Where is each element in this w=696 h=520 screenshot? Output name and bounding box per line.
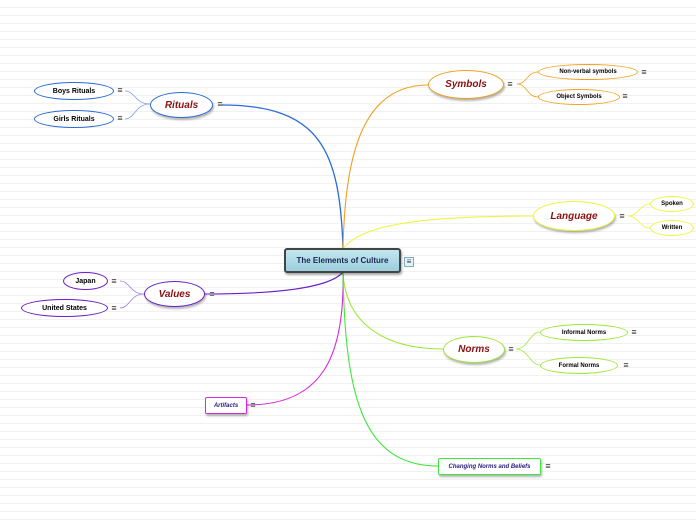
subtopic-object-symbols[interactable]: Object Symbols: [538, 89, 620, 105]
link-spoken: [627, 203, 651, 217]
link-girls-rituals: [124, 103, 151, 120]
branch-rituals[interactable]: Rituals: [150, 92, 213, 118]
united-states-menu-icon[interactable]: ≡: [111, 303, 117, 313]
subtopic-informal-norms[interactable]: Informal Norms: [540, 324, 628, 341]
link-symbols: [342, 84, 429, 250]
formal-norms-menu-icon[interactable]: ≡: [623, 360, 629, 370]
subtopic-united-states-label: United States: [42, 304, 87, 312]
artifacts-menu-icon[interactable]: ≡: [250, 400, 256, 410]
rituals-menu-icon[interactable]: ≡: [217, 99, 223, 109]
link-japan: [119, 280, 145, 295]
subtopic-written[interactable]: Written: [650, 220, 694, 236]
link-rituals: [221, 104, 344, 250]
branch-values[interactable]: Values: [144, 281, 205, 307]
link-norms: [342, 271, 444, 350]
branch-symbols-label: Symbols: [445, 79, 487, 90]
non-verbal-symbols-menu-icon[interactable]: ≡: [641, 67, 647, 77]
language-menu-icon[interactable]: ≡: [619, 211, 625, 221]
link-united-states: [119, 293, 145, 309]
central-topic-label: The Elements of Culture: [296, 256, 389, 265]
branch-values-label: Values: [158, 288, 191, 300]
changing-norms-menu-icon[interactable]: ≡: [545, 461, 551, 471]
subtopic-informal-norms-label: Informal Norms: [561, 329, 607, 336]
object-symbols-menu-icon[interactable]: ≡: [622, 91, 628, 101]
subtopic-japan-label: Japan: [75, 277, 96, 285]
japan-menu-icon[interactable]: ≡: [111, 276, 117, 286]
link-informal-norms: [515, 331, 541, 350]
central-topic-menu-icon[interactable]: ≡: [404, 257, 414, 267]
subtopic-united-states[interactable]: United States: [21, 299, 108, 317]
central-topic[interactable]: The Elements of Culture: [284, 248, 401, 273]
link-boys-rituals: [124, 90, 151, 105]
subtopic-spoken-label: Spoken: [661, 201, 683, 207]
girls-rituals-menu-icon[interactable]: ≡: [117, 113, 123, 123]
branch-artifacts-label: Artifacts: [213, 402, 239, 409]
subtopic-object-symbols-label: Object Symbols: [556, 94, 602, 100]
symbols-menu-icon[interactable]: ≡: [507, 79, 513, 89]
branch-rituals-label: Rituals: [164, 99, 199, 111]
boys-rituals-menu-icon[interactable]: ≡: [117, 85, 123, 95]
branch-artifacts[interactable]: Artifacts: [205, 397, 247, 414]
branch-language-label: Language: [550, 210, 598, 222]
link-object-symbols: [516, 83, 539, 98]
subtopic-written-label: Written: [661, 225, 683, 231]
subtopic-formal-norms[interactable]: Formal Norms: [540, 357, 618, 374]
subtopic-boys-rituals[interactable]: Boys Rituals: [34, 82, 114, 100]
link-written: [627, 215, 651, 229]
subtopic-spoken[interactable]: Spoken: [650, 196, 694, 212]
link-values: [204, 271, 344, 295]
values-menu-icon[interactable]: ≡: [209, 289, 215, 299]
norms-menu-icon[interactable]: ≡: [508, 344, 514, 354]
subtopic-girls-rituals[interactable]: Girls Rituals: [34, 110, 114, 128]
branch-norms-label: Norms: [458, 344, 490, 355]
link-formal-norms: [515, 348, 541, 366]
link-changing: [342, 271, 439, 467]
branch-symbols[interactable]: Symbols: [428, 70, 504, 99]
link-non-verbal: [516, 71, 539, 85]
subtopic-non-verbal-symbols[interactable]: Non-verbal symbols: [538, 64, 638, 80]
link-artifacts: [246, 271, 344, 406]
link-language: [342, 215, 534, 250]
subtopic-boys-rituals-label: Boys Rituals: [52, 87, 96, 95]
branch-changing-norms-and-beliefs-label: Changing Norms and Beliefs: [448, 463, 531, 470]
subtopic-japan[interactable]: Japan: [63, 272, 108, 290]
subtopic-formal-norms-label: Formal Norms: [558, 362, 600, 369]
branch-norms[interactable]: Norms: [443, 336, 505, 363]
informal-norms-menu-icon[interactable]: ≡: [631, 327, 637, 337]
branch-changing-norms-and-beliefs[interactable]: Changing Norms and Beliefs: [438, 458, 541, 475]
branch-language[interactable]: Language: [533, 201, 615, 231]
subtopic-girls-rituals-label: Girls Rituals: [53, 115, 95, 123]
subtopic-non-verbal-symbols-label: Non-verbal symbols: [559, 69, 617, 75]
